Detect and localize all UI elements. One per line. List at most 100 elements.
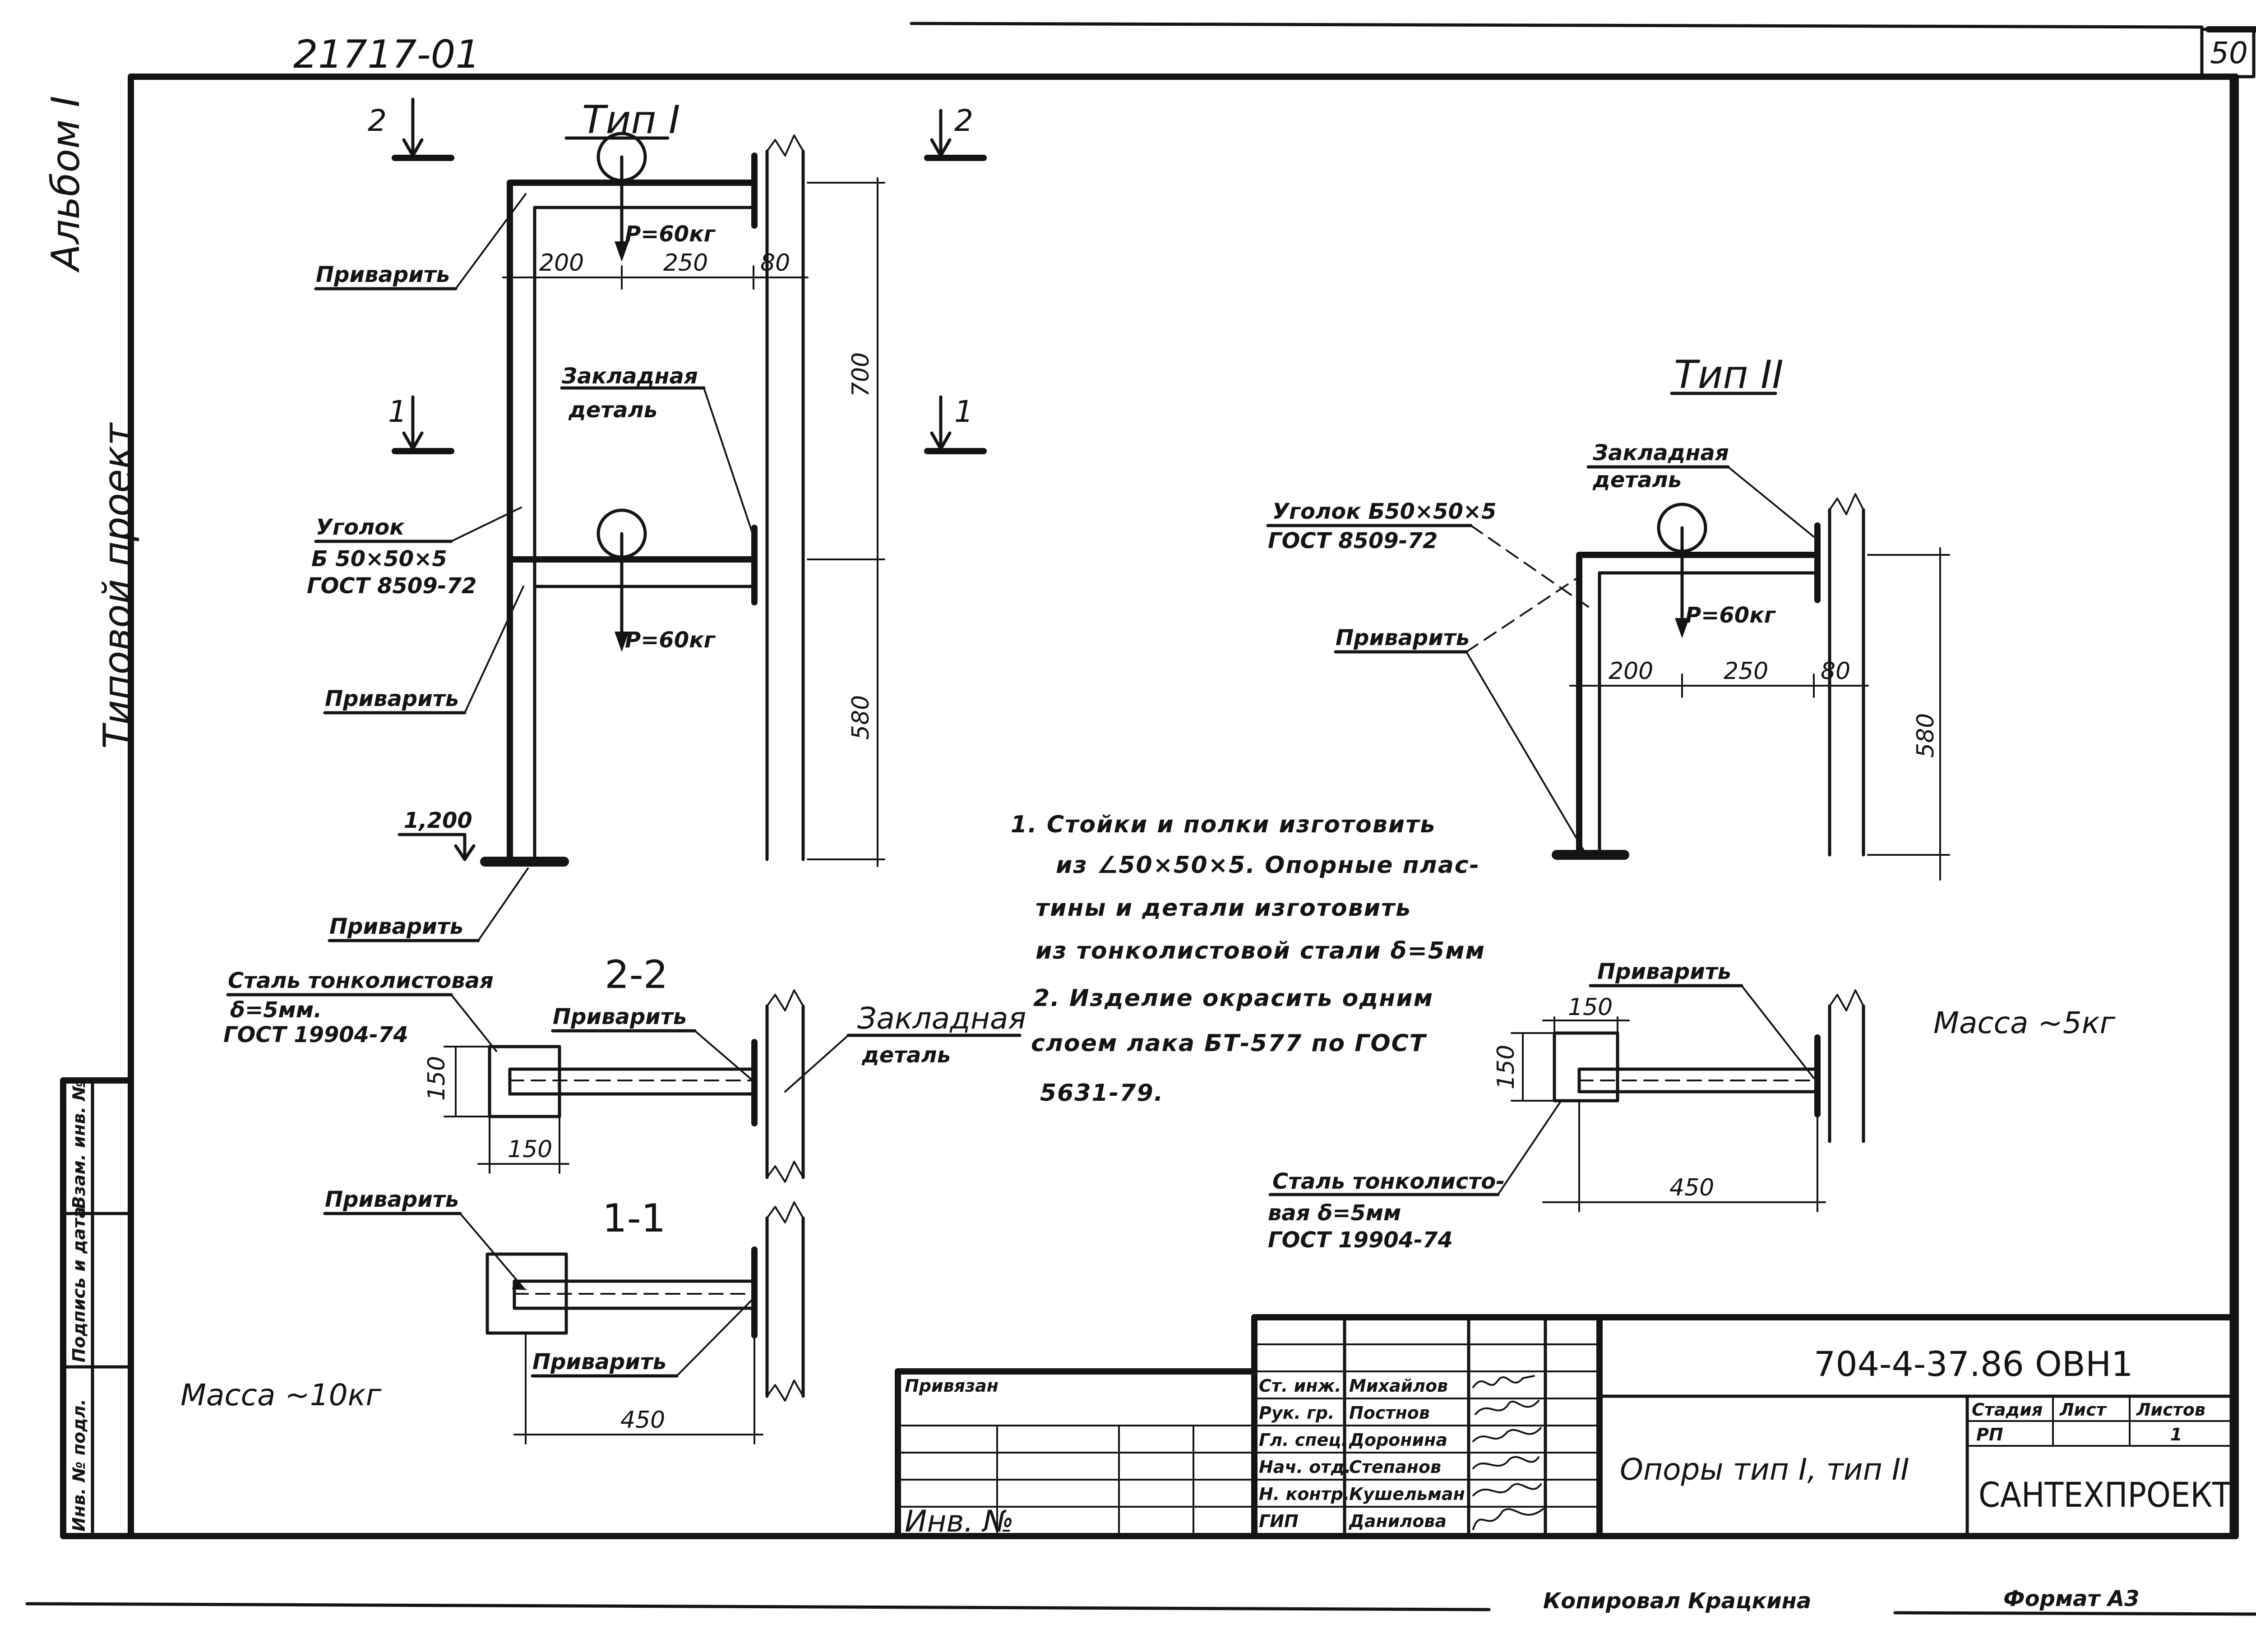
- type1-dim-250: 250: [663, 249, 708, 277]
- section-2-2-embedded-label-2: деталь: [861, 1043, 951, 1068]
- type2-mass: Масса ~5кг: [1933, 1006, 2116, 1040]
- stage-header: Стадия: [1972, 1400, 2043, 1420]
- type2-dim-150-horizontal: 150: [1568, 994, 1613, 1021]
- type2-dim-200: 200: [1609, 658, 1653, 685]
- type1-dim-200: 200: [539, 249, 584, 277]
- note-line-1: 1. Стойки и полки изготовить: [1011, 811, 1436, 838]
- type2-dim-450: 450: [1669, 1174, 1714, 1201]
- section-mark-1-left: 1: [388, 394, 407, 429]
- type1-dim-80: 80: [760, 249, 790, 277]
- type1-dim-700: 700: [847, 352, 874, 397]
- section-2-2-dim-150-horizontal: 150: [508, 1136, 552, 1163]
- stamp-signature-date: Подпись и дата: [69, 1207, 89, 1362]
- type1-load-top: P=60кг: [625, 221, 716, 247]
- section-2-2-dim-150-vertical: 150: [423, 1056, 450, 1101]
- name-mikhailov: Михайлов: [1349, 1376, 1448, 1396]
- title-block: 704-4-37.86 ОВН1 Привязан Инв. № Ст. инж…: [895, 1314, 2239, 1539]
- copied-by: Копировал Крацкина: [1543, 1588, 1811, 1614]
- sheet-frame: 50: [25, 22, 2256, 1616]
- type1-weld-label-middle: Приварить: [325, 686, 459, 711]
- drawing-title: Опоры тип I, тип II: [1620, 1452, 1909, 1487]
- type2-load: P=60кг: [1685, 603, 1776, 628]
- section-2-2-plate-label-3: ГОСТ 19904-74: [223, 1022, 408, 1047]
- type2-section: 150 150 450 Приварить Сталь тонколисто- …: [1268, 959, 2116, 1253]
- section-mark-1-right: 1: [954, 394, 973, 429]
- type1-weld-label-top: Приварить: [316, 262, 450, 287]
- sheet-number: 50: [2210, 36, 2248, 70]
- bound-label: Привязан: [905, 1376, 999, 1396]
- type1-angle-label-3: ГОСТ 8509-72: [307, 573, 476, 599]
- sheet-header: Лист: [2059, 1400, 2107, 1420]
- type2-elevation: Тип II P=60кг 200 250 80 580 Закладная: [1266, 352, 1950, 881]
- section-1-1-dim-450: 450: [620, 1407, 665, 1434]
- type1-weld-label-base: Приварить: [329, 914, 463, 939]
- note-line-3: тины и детали изготовить: [1036, 895, 1411, 922]
- section-1-1-weld-label-2: Приварить: [532, 1349, 666, 1375]
- paper-format: Формат А3: [2003, 1586, 2140, 1611]
- section-1-1-weld-label-1: Приварить: [325, 1187, 459, 1212]
- role-group-lead: Рук. гр.: [1259, 1403, 1335, 1423]
- note-line-2: из ∠50×50×5. Опорные плас-: [1056, 852, 1480, 879]
- margin-stamp: Инв. № подл. Подпись и дата Взам. инв. №: [60, 1077, 134, 1539]
- project-kind-label: Типовой проект: [95, 422, 140, 749]
- type2-embedded-label-1: Закладная: [1592, 440, 1729, 466]
- type2-dim-250: 250: [1724, 658, 1768, 685]
- section-1-1: 1-1 450 Приварить Приварить Масса ~10кг: [180, 1187, 805, 1444]
- stamp-replaced-inv: Взам. инв. №: [69, 1080, 89, 1209]
- name-danilova: Данилова: [1349, 1511, 1447, 1531]
- type2-dim-580: 580: [1912, 713, 1939, 758]
- role-chief-project-engineer: ГИП: [1259, 1511, 1299, 1531]
- section-2-2-weld-label: Приварить: [553, 1004, 687, 1029]
- role-chief-specialist: Гл. спец.: [1259, 1430, 1348, 1450]
- section-mark-2-right: 2: [954, 103, 973, 138]
- section-1-1-title: 1-1: [602, 1196, 666, 1241]
- type2-angle-label-1: Уголок Б50×50×5: [1272, 499, 1497, 524]
- type2-plate-label-3: ГОСТ 19904-74: [1268, 1227, 1453, 1253]
- section-2-2-plate-label-2: δ=5мм.: [230, 997, 322, 1023]
- type1-embedded-label-2: деталь: [568, 397, 657, 423]
- section-2-2-plate-label-1: Сталь тонколистовая: [228, 968, 494, 993]
- organization: САНТЕХПРОЕКТ: [1979, 1475, 2232, 1515]
- document-reference: 21717-01: [293, 32, 480, 77]
- section-2-2-title: 2-2: [605, 952, 668, 997]
- role-norm-control: Н. контр.: [1259, 1484, 1350, 1504]
- type2-title: Тип II: [1674, 352, 1784, 397]
- section-1-1-mass: Масса ~10кг: [180, 1378, 382, 1412]
- type2-plate-label-1: Сталь тонколисто-: [1272, 1169, 1505, 1194]
- note-line-5: 2. Изделие окрасить одним: [1033, 985, 1433, 1012]
- note-line-7: 5631-79.: [1040, 1080, 1164, 1107]
- album-label: Альбом I: [43, 96, 88, 273]
- type1-level-mark: 1,200: [404, 808, 472, 833]
- section-2-2: 2-2 150 150 Сталь тонколистовая δ=5мм. Г…: [223, 952, 1026, 1183]
- inv-number-label: Инв. №: [905, 1504, 1014, 1539]
- type2-weld-label: Приварить: [1336, 625, 1470, 651]
- stamp-inv-orig: Инв. № подл.: [69, 1399, 89, 1532]
- sheet-value: 1: [2170, 1425, 2182, 1444]
- name-stepanov: Степанов: [1349, 1457, 1441, 1477]
- type2-dim-80: 80: [1821, 658, 1850, 685]
- type1-dim-580: 580: [847, 695, 874, 740]
- role-senior-engineer: Ст. инж.: [1259, 1376, 1341, 1396]
- signatures: [1472, 1375, 1544, 1530]
- stage-value: РП: [1976, 1425, 2003, 1444]
- type2-section-weld-label: Приварить: [1597, 959, 1731, 984]
- type1-load-middle: P=60кг: [625, 628, 716, 653]
- designation: 704-4-37.86 ОВН1: [1814, 1344, 2133, 1384]
- type1-angle-label-1: Уголок: [316, 515, 405, 540]
- type1-angle-label-2: Б 50×50×5: [311, 546, 447, 572]
- sheets-header: Листов: [2136, 1400, 2205, 1420]
- type2-dim-150-vertical: 150: [1493, 1045, 1520, 1089]
- name-postnov: Постнов: [1349, 1403, 1430, 1423]
- role-department-head: Нач. отд.: [1259, 1457, 1351, 1477]
- type2-angle-label-2: ГОСТ 8509-72: [1268, 528, 1438, 554]
- type1-embedded-label-1: Закладная: [561, 364, 698, 389]
- notes-block: 1. Стойки и полки изготовить из ∠50×50×5…: [1011, 811, 1485, 1107]
- note-line-6: слоем лака БТ-577 по ГОСТ: [1031, 1030, 1427, 1057]
- section-2-2-embedded-label-1: Закладная: [857, 1001, 1026, 1036]
- type1-elevation: Тип I 2 2 1 1: [307, 97, 987, 942]
- section-mark-2-left: 2: [368, 103, 387, 138]
- type2-embedded-label-2: деталь: [1592, 467, 1682, 493]
- note-line-4: из тонколистовой стали δ=5мм: [1036, 937, 1485, 964]
- name-doronina: Доронина: [1349, 1430, 1447, 1450]
